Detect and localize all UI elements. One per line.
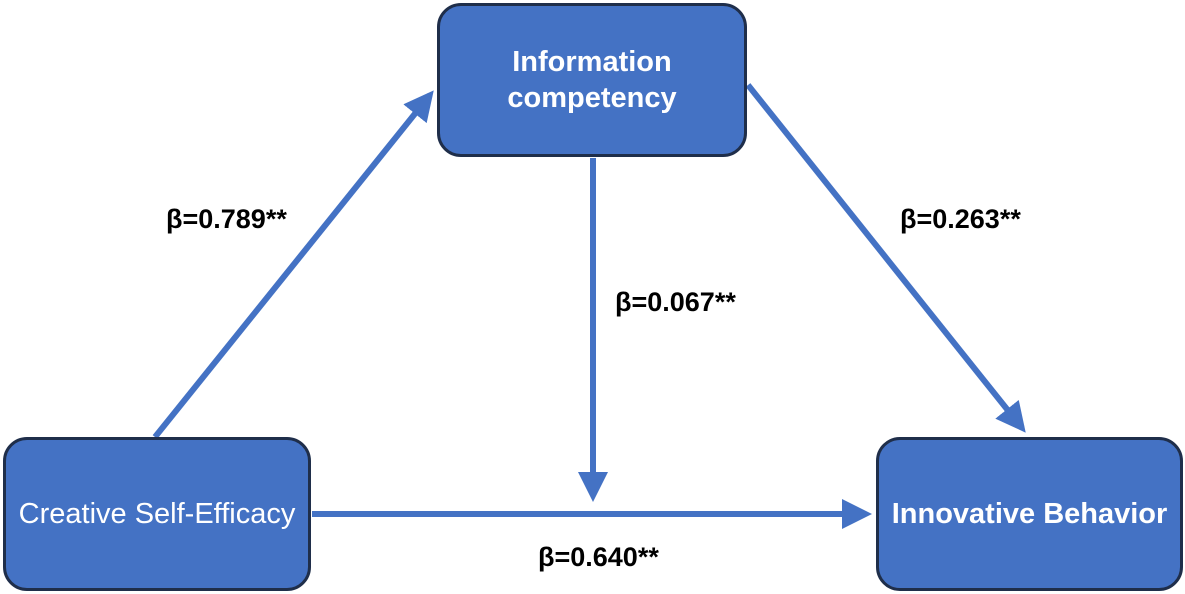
node-innovative-behavior: Innovative Behavior <box>876 437 1183 591</box>
node-creative-self-efficacy-label: Creative Self-Efficacy <box>18 498 296 530</box>
beta-info-to-ib: β=0.263** <box>900 204 1021 234</box>
arrow-info-to-ib <box>745 83 1026 433</box>
beta-cse-to-info: β=0.789** <box>166 204 287 234</box>
beta-info-to-direct-path: β=0.067** <box>615 287 736 317</box>
arrow-cse-to-info <box>152 90 434 439</box>
node-information-competency: Information competency <box>437 3 747 157</box>
node-innovative-behavior-label: Innovative Behavior <box>891 498 1168 530</box>
node-creative-self-efficacy: Creative Self-Efficacy <box>3 437 311 591</box>
node-information-competency-label: Information competency <box>507 46 677 114</box>
beta-cse-to-ib: β=0.640** <box>538 542 659 572</box>
